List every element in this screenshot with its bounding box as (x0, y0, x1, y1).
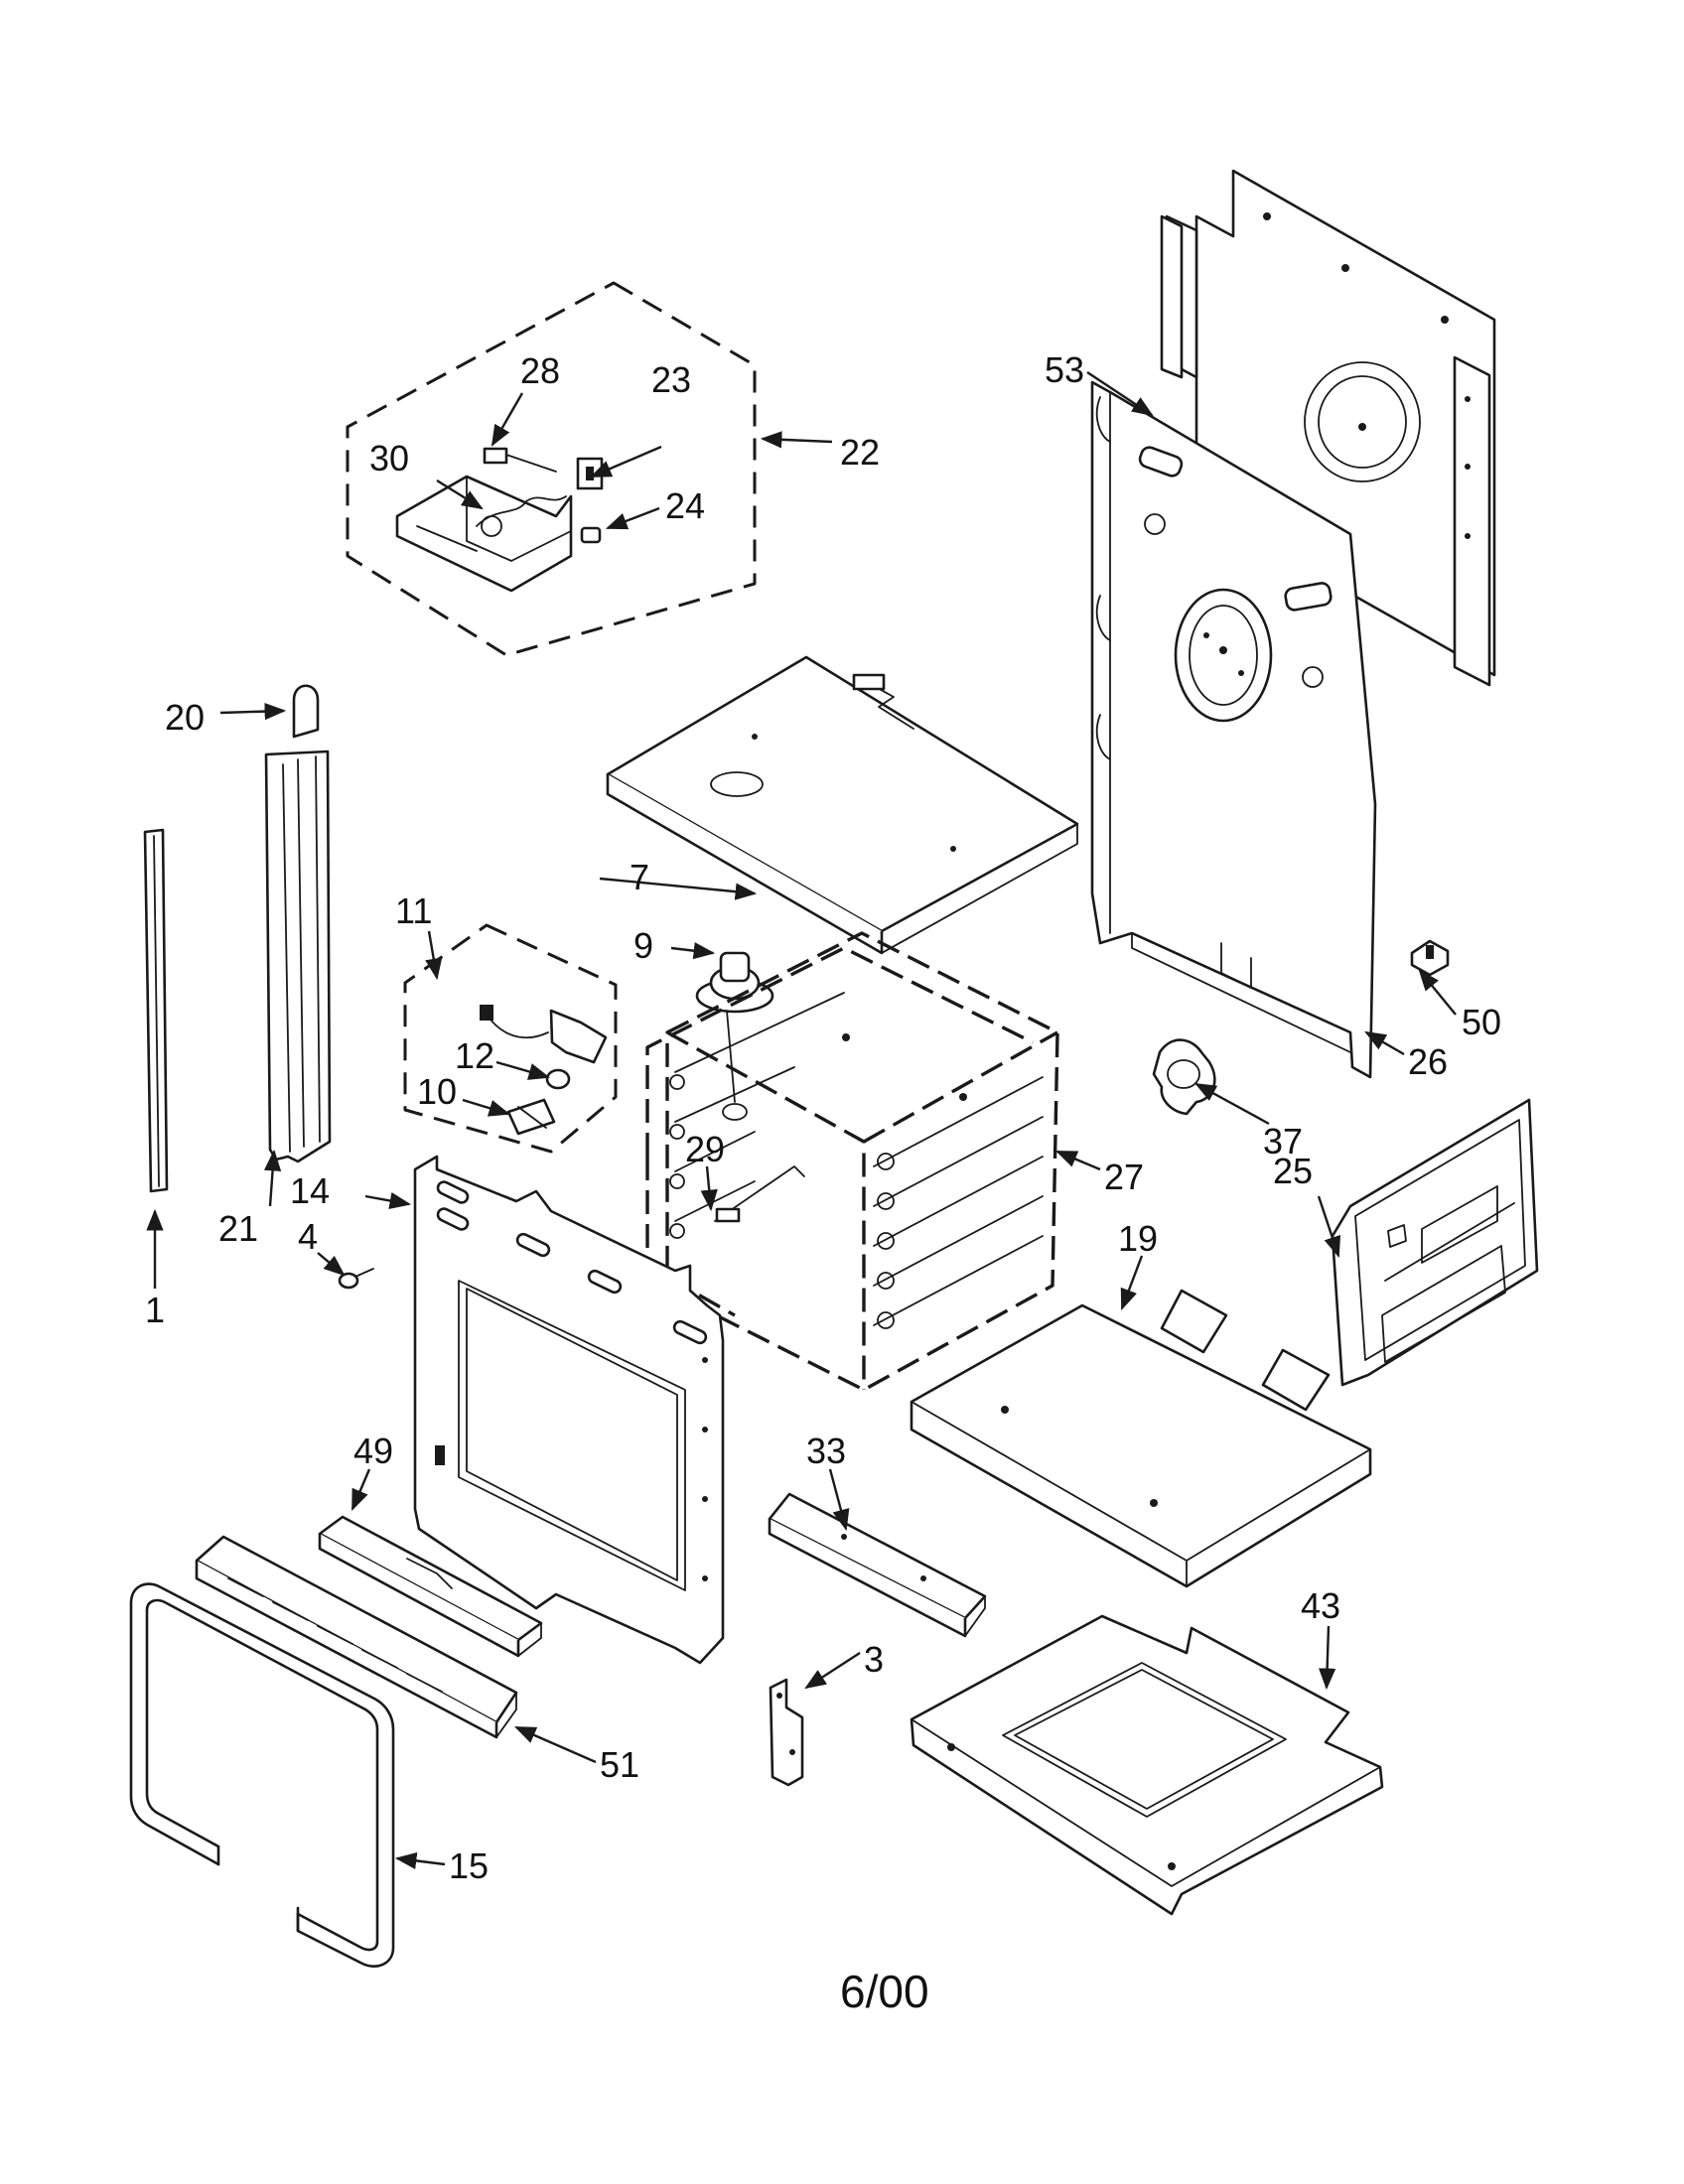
base-pan (910, 1614, 1384, 1916)
channel-part (768, 1492, 987, 1638)
side-panel-right (1331, 1098, 1539, 1387)
callout-4: 4 (298, 1216, 318, 1257)
gasket-part (1152, 1038, 1216, 1116)
door-gasket (129, 1582, 395, 1968)
top-panel (606, 655, 1079, 955)
rod-part (143, 828, 169, 1193)
callout-23: 23 (651, 359, 691, 400)
callout-1: 1 (145, 1290, 165, 1330)
callout-30: 30 (369, 438, 409, 478)
front-frame (413, 1155, 725, 1665)
callout-25: 25 (1273, 1151, 1313, 1191)
callout-10: 10 (417, 1071, 457, 1112)
callout-26: 26 (1408, 1041, 1448, 1082)
callout-51: 51 (600, 1744, 639, 1785)
clip-part (1410, 939, 1450, 977)
callout-9: 9 (633, 925, 653, 966)
callout-12: 12 (455, 1035, 494, 1076)
callout-labels: 53 22 23 28 30 24 20 7 9 11 12 10 50 26 … (145, 349, 1501, 1886)
callout-11: 11 (395, 890, 432, 931)
callout-19: 19 (1118, 1218, 1158, 1259)
callout-21: 21 (218, 1208, 258, 1249)
callout-49: 49 (353, 1431, 393, 1471)
side-panel (1090, 380, 1377, 1079)
callout-43: 43 (1301, 1585, 1340, 1626)
callout-3: 3 (864, 1639, 884, 1680)
callout-24: 24 (665, 485, 705, 526)
bracket-3 (769, 1678, 804, 1787)
arrow-head (1086, 370, 1154, 417)
vent-51 (195, 1535, 518, 1739)
callout-20: 20 (165, 697, 205, 738)
leader-arrows (146, 370, 1457, 1869)
date-code: 6/00 (840, 1966, 929, 2017)
screw-part (338, 1268, 374, 1290)
callout-53: 50 (1462, 1002, 1501, 1042)
knob-part (695, 951, 774, 1103)
callout-22: 22 (840, 432, 880, 473)
oven-cavity (645, 931, 1059, 1392)
callout-14: 14 (290, 1170, 330, 1211)
bottom-panel (910, 1289, 1372, 1588)
callout-27: 27 (1104, 1157, 1144, 1197)
rear-panel (1160, 169, 1496, 687)
side-trim-21 (264, 750, 332, 1163)
callout-28: 28 (520, 350, 560, 391)
callout-15: 15 (449, 1845, 489, 1886)
end-cap (292, 684, 320, 739)
callout-33: 33 (806, 1431, 846, 1471)
callout-37: 37 (1263, 1121, 1303, 1161)
lamp-assembly-group (403, 923, 618, 1154)
trim-49 (318, 1515, 543, 1658)
callout-29: 29 (685, 1129, 725, 1169)
callout-7: 7 (630, 857, 649, 897)
callout-50: 53 (1045, 349, 1084, 390)
